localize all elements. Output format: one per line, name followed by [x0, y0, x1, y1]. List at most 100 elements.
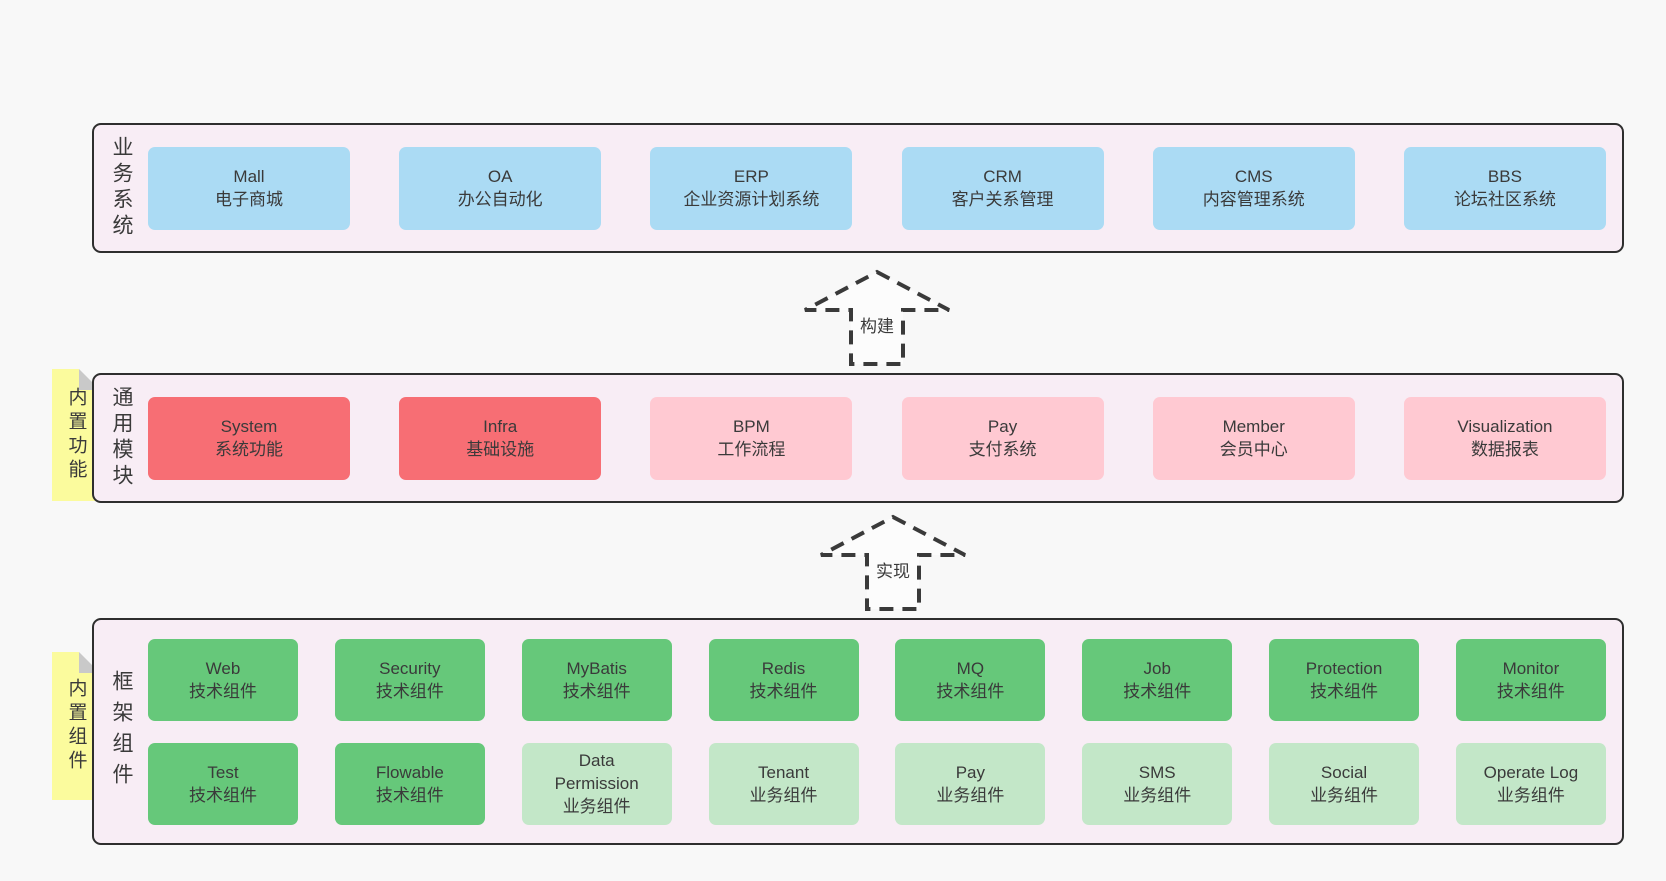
module-box-title: Pay: [955, 762, 986, 782]
layer-label-framework-components: 框架组件: [110, 669, 133, 794]
module-box-subtitle: 技术组件: [562, 681, 631, 701]
module-box-title: MyBatis: [566, 658, 627, 678]
module-box-subtitle: 支付系统: [968, 440, 1037, 459]
module-box-flowable: Flowable 技术组件: [334, 742, 485, 825]
module-box-subtitle: 业务组件: [1310, 785, 1379, 805]
module-box-subtitle: 技术组件: [936, 681, 1005, 701]
module-box-title: Monitor: [1502, 658, 1560, 678]
module-box-subtitle: 技术组件: [1310, 681, 1379, 701]
module-box-bpm: BPM 工作流程: [650, 396, 853, 480]
module-box-subtitle: 业务组件: [1123, 785, 1192, 805]
module-box-title: SMS: [1138, 762, 1176, 782]
module-box-sms: SMS 业务组件: [1082, 742, 1233, 825]
build-arrow: 构建: [802, 268, 952, 368]
module-box-subtitle: 内容管理系统: [1202, 190, 1305, 209]
module-box-title: BBS: [1487, 167, 1522, 186]
module-box-title: Security: [379, 658, 441, 678]
module-row: Mall 电子商城 OA 办公自动化 ERP 企业资源计划系统 CRM 客户关系管理 CMS 内容…: [148, 146, 1606, 230]
module-box-data-permission: Data Permission 业务组件: [521, 742, 672, 825]
module-box-erp: ERP 企业资源计划系统: [650, 146, 853, 230]
module-box-title: Visualization: [1457, 417, 1553, 436]
build-arrow-label: 构建: [858, 312, 896, 337]
module-box-subtitle: 技术组件: [189, 681, 257, 701]
module-box-subtitle: 业务组件: [1496, 785, 1565, 805]
module-box-subtitle: 数据报表: [1470, 440, 1539, 459]
module-box-title: System: [220, 417, 278, 436]
module-box-redis: Redis 技术组件: [708, 638, 859, 721]
module-box-pay: Pay 业务组件: [895, 742, 1046, 825]
module-box-pay: Pay 支付系统: [901, 396, 1104, 480]
module-box-title: CRM: [983, 167, 1022, 186]
module-box-operate-log: Operate Log 业务组件: [1455, 742, 1606, 825]
module-box-subtitle: 客户关系管理: [951, 190, 1054, 209]
module-box-subtitle: 技术组件: [375, 785, 444, 805]
module-box-title: Tenant: [758, 762, 810, 782]
module-box-title: Flowable: [375, 762, 444, 782]
module-box-job: Job 技术组件: [1082, 638, 1233, 721]
module-box-title: Job: [1143, 658, 1171, 678]
module-box-title: Test: [207, 762, 239, 782]
module-box-title: Pay: [987, 417, 1018, 436]
implement-arrow-label: 实现: [874, 557, 912, 582]
module-box-subtitle: 技术组件: [1123, 681, 1192, 701]
module-box-subtitle: 技术组件: [749, 681, 818, 701]
module-box-title: Redis: [761, 658, 806, 678]
module-box-subtitle: 企业资源计划系统: [683, 190, 820, 209]
sticky-note-label: 内置组件: [65, 678, 87, 774]
module-box-oa: OA 办公自动化: [399, 146, 602, 230]
module-box-subtitle: 基础设施: [466, 440, 535, 459]
module-box-web: Web 技术组件: [148, 638, 298, 721]
module-box-cms: CMS 内容管理系统: [1152, 146, 1355, 230]
module-box-mq: MQ 技术组件: [895, 638, 1046, 721]
module-box-subtitle: 技术组件: [1496, 681, 1565, 701]
module-box-mall: Mall 电子商城: [148, 146, 350, 230]
module-box-title: Infra: [483, 417, 518, 436]
layer-label-common-modules: 通用模块: [110, 386, 133, 490]
implement-arrow: 实现: [818, 513, 968, 613]
module-box-subtitle: 论坛社区系统: [1453, 190, 1556, 209]
module-box-subtitle: 技术组件: [375, 681, 444, 701]
module-box-mybatis: MyBatis 技术组件: [521, 638, 672, 721]
module-box-infra: Infra 基础设施: [399, 396, 602, 480]
module-box-subtitle: 业务组件: [749, 785, 818, 805]
layer-label-business-systems: 业务系统: [110, 136, 133, 240]
module-box-test: Test 技术组件: [148, 742, 298, 825]
module-box-title: Web: [205, 658, 241, 678]
layer-rows-0: Mall 电子商城 OA 办公自动化 ERP 企业资源计划系统 CRM 客户关系管理 CMS 内容…: [148, 125, 1622, 251]
module-box-title: Protection: [1305, 658, 1383, 678]
module-box-title: CMS: [1234, 167, 1273, 186]
module-box-title: MQ: [956, 658, 985, 678]
module-box-title: Operate Log: [1483, 762, 1579, 782]
module-box-subtitle: 会员中心: [1219, 440, 1288, 459]
module-box-title: Data Permission: [554, 751, 639, 793]
module-box-subtitle: 工作流程: [717, 440, 786, 459]
module-box-crm: CRM 客户关系管理: [901, 146, 1104, 230]
module-box-subtitle: 业务组件: [562, 797, 631, 816]
module-box-title: Member: [1222, 417, 1285, 436]
module-box-title: ERP: [733, 167, 769, 186]
layer-business-systems: 业务系统 Mall 电子商城 OA 办公自动化 ERP 企业资源计划系统 CRM 客户关系管理…: [92, 123, 1624, 253]
module-box-social: Social 业务组件: [1269, 742, 1420, 825]
module-box-tenant: Tenant 业务组件: [708, 742, 859, 825]
module-box-title: BPM: [732, 417, 770, 436]
module-box-subtitle: 业务组件: [936, 785, 1005, 805]
module-box-title: Social: [1320, 762, 1368, 782]
sticky-note-label: 内置功能: [65, 387, 87, 483]
module-box-title: OA: [487, 167, 513, 186]
module-box-subtitle: 电子商城: [215, 190, 283, 209]
module-box-monitor: Monitor 技术组件: [1455, 638, 1606, 721]
module-box-subtitle: 办公自动化: [457, 190, 543, 209]
module-box-protection: Protection 技术组件: [1269, 638, 1420, 721]
module-box-subtitle: 技术组件: [189, 785, 257, 805]
module-box-title: Mall: [233, 167, 265, 186]
module-box-security: Security 技术组件: [334, 638, 485, 721]
module-box-member: Member 会员中心: [1152, 396, 1355, 480]
